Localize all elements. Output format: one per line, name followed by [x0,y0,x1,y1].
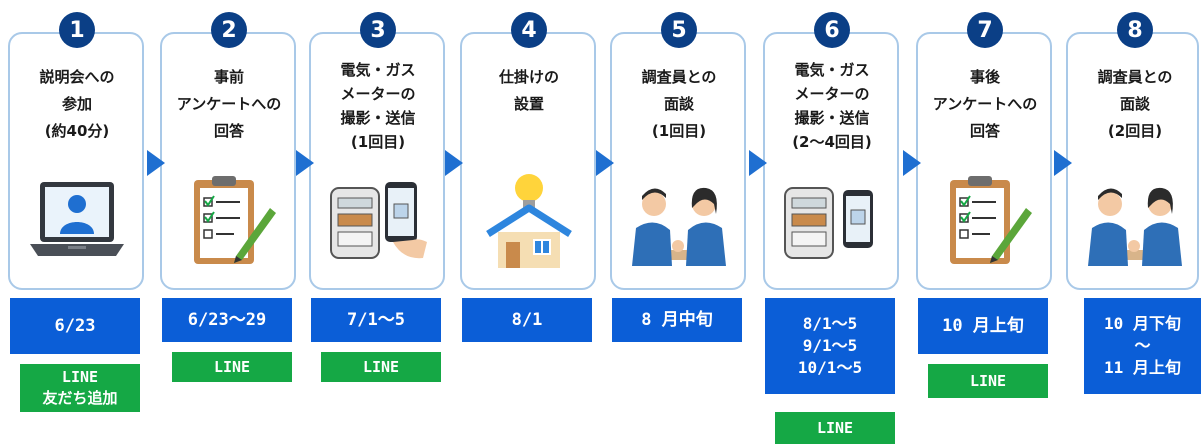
date-box: 7/1～5 [311,298,441,342]
date-box: 10 月下旬 ～ 11 月上旬 [1084,298,1201,394]
flow-arrow-icon [147,150,165,176]
step-2: 2 事前 アンケートへの 回答 6/23～29 LINE [160,0,298,447]
step-number-badge: 2 [211,12,247,48]
step-heading: 電気・ガス メーターの 撮影・送信 (2～4回目) [792,61,872,151]
step-number-badge: 4 [511,12,547,48]
date-box: 6/23 [10,298,140,354]
date-box: 6/23～29 [162,298,292,342]
step-7: 7 事後 アンケートへの 回答 10 月上旬 LINE [916,0,1054,447]
clipboard-checklist-icon [194,176,276,264]
flow-arrow-icon [1054,150,1072,176]
step-heading: 事前 アンケートへの 回答 [176,68,282,140]
step-6: 6 電気・ガス メーターの 撮影・送信 (2～4回目) 8/1～5 9/1～5 … [763,0,901,447]
step-number-badge: 6 [814,12,850,48]
step-heading: 調査員との 面談 (1回目) [641,68,717,140]
house-lightbulb-icon [486,174,572,268]
step-1: 1 説明会への 参加 (約40分) 6/23 LINE 友だち追加 [8,0,146,447]
flow-arrow-icon [296,150,314,176]
date-box: 8/1 [462,298,592,342]
step-heading: 説明会への 参加 (約40分) [39,68,115,140]
step-4: 4 仕掛けの 設置 8/1 [460,0,598,447]
meter-phone-icon [330,182,427,259]
step-number-badge: 7 [967,12,1003,48]
laptop-icon [30,182,124,256]
date-box: 10 月上旬 [918,298,1048,354]
step-number-badge: 1 [59,12,95,48]
step-heading: 電気・ガス メーターの 撮影・送信 (1回目) [340,61,416,151]
date-box: 8/1～5 9/1～5 10/1～5 [765,298,895,394]
flow-arrow-icon [903,150,921,176]
step-heading: 調査員との 面談 (2回目) [1097,68,1173,140]
step-number-badge: 8 [1117,12,1153,48]
line-tag: LINE 友だち追加 [20,364,140,412]
flow-arrow-icon [445,150,463,176]
step-number-badge: 3 [360,12,396,48]
line-tag: LINE [775,412,895,444]
line-tag: LINE [928,364,1048,398]
meter-phone-icon [784,187,873,259]
step-heading: 仕掛けの 設置 [498,68,559,113]
interview-icon [632,187,726,266]
line-tag: LINE [321,352,441,382]
date-box: 8 月中旬 [612,298,742,342]
flow-arrow-icon [596,150,614,176]
flow-arrow-icon [749,150,767,176]
step-3: 3 電気・ガス メーターの 撮影・送信 (1回目) 7/1～5 LINE [309,0,447,447]
line-tag: LINE [172,352,292,382]
step-heading: 事後 アンケートへの 回答 [932,68,1038,140]
step-5: 5 調査員との 面談 (1回目) 8 月中旬 [610,0,748,447]
step-number-badge: 5 [661,12,697,48]
interview-icon [1088,187,1182,266]
step-card [916,32,1052,290]
clipboard-checklist-icon [950,176,1032,264]
step-8: 8 調査員との 面談 (2回目) 10 月下旬 ～ 11 月上旬 [1066,0,1201,447]
